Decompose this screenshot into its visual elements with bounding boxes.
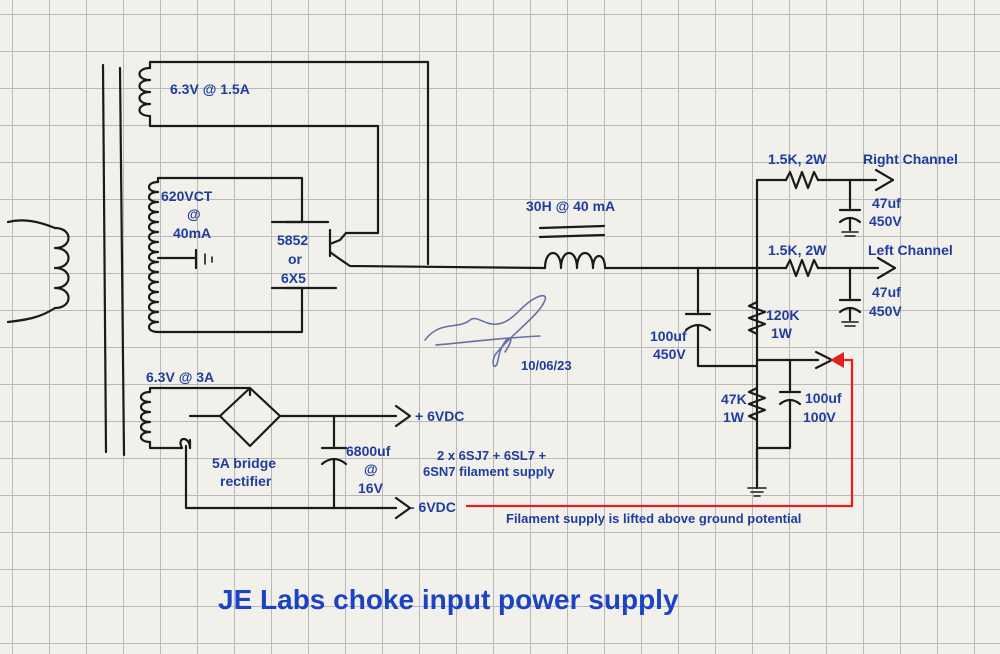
transformer-core <box>101 63 126 457</box>
bridge-rectifier <box>184 386 412 520</box>
label-lift-note: Filament supply is lifted above ground p… <box>506 511 801 526</box>
label-c-bias: 100uf <box>805 390 842 406</box>
rectifier-tube <box>270 220 547 290</box>
main-filter-capacitor <box>684 266 759 368</box>
lift-wire <box>466 352 854 508</box>
filament-winding-1 <box>138 60 430 266</box>
label-bridge-2: rectifier <box>220 473 272 489</box>
label-c-left-v: 450V <box>869 303 902 319</box>
label-out-left: Left Channel <box>868 242 953 258</box>
label-c-left: 47uf <box>872 284 901 300</box>
label-rect-tube: 5852 <box>277 232 308 248</box>
label-c-right-v: 450V <box>869 213 902 229</box>
label-load-2: 6SN7 filament supply <box>423 464 555 479</box>
label-c-fil-v: 16V <box>358 480 384 496</box>
label-date: 10/06/23 <box>521 358 572 373</box>
label-r-120k-w: 1W <box>771 325 793 341</box>
label-c-fil-at: @ <box>364 461 378 477</box>
label-c-fil: 6800uf <box>346 443 391 459</box>
labels: 6.3V @ 1.5A 620VCT @ 40mA 5852 or 6X5 30… <box>146 81 958 615</box>
left-channel-branch <box>755 256 897 327</box>
filament-winding-2 <box>139 386 252 450</box>
bias-divider <box>747 300 834 497</box>
choke-inductor <box>538 224 762 270</box>
label-r-47k-w: 1W <box>723 409 745 425</box>
label-r-left: 1.5K, 2W <box>768 242 827 258</box>
label-r-47k: 47K <box>721 391 747 407</box>
diagram-title: JE Labs choke input power supply <box>218 584 679 615</box>
label-hv-current: 40mA <box>173 225 211 241</box>
label-r-120k: 120K <box>766 307 799 323</box>
label-bridge: 5A bridge <box>212 455 276 471</box>
label-hv-at: @ <box>187 206 201 222</box>
label-load: 2 x 6SJ7 + 6SL7 + <box>437 448 547 463</box>
label-rect-alt: 6X5 <box>281 270 306 286</box>
label-choke: 30H @ 40 mA <box>526 198 615 214</box>
label-neg-out: - 6VDC <box>410 499 456 515</box>
right-channel-branch <box>755 168 895 472</box>
label-c-bias-v: 100V <box>803 409 836 425</box>
label-fil-winding-2: 6.3V @ 3A <box>146 369 214 385</box>
label-c-main: 100uf <box>650 328 687 344</box>
label-fil-winding-1: 6.3V @ 1.5A <box>170 81 250 97</box>
label-rect-or: or <box>288 251 303 267</box>
label-pos-out: + 6VDC <box>415 408 464 424</box>
primary-winding <box>6 219 70 324</box>
signature <box>424 294 547 368</box>
label-c-main-v: 450V <box>653 346 686 362</box>
label-r-right: 1.5K, 2W <box>768 151 827 167</box>
label-hv-winding: 620VCT <box>161 188 213 204</box>
label-c-right: 47uf <box>872 195 901 211</box>
label-out-right: Right Channel <box>863 151 958 167</box>
